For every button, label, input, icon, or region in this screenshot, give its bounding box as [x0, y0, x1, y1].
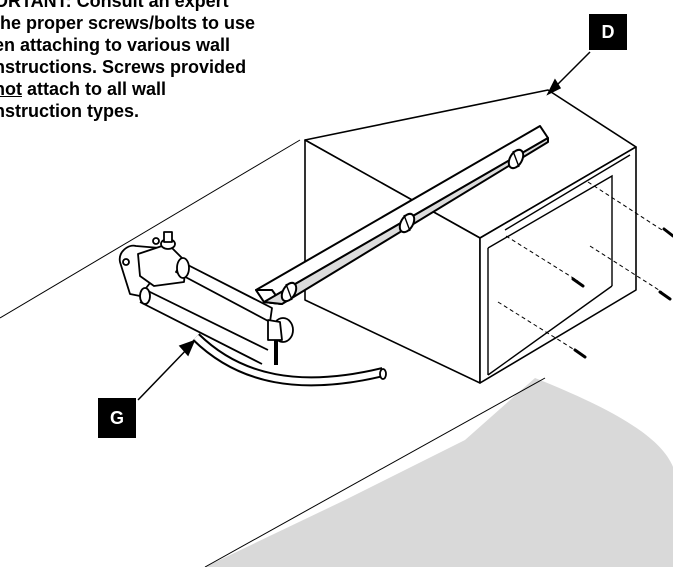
note-line-2: the proper screws/bolts to use [0, 13, 256, 33]
screws [571, 227, 673, 359]
note-line-3: en attaching to various wall [0, 35, 231, 55]
note-line-6: nstruction types. [0, 101, 140, 121]
note-line-4: nstructions. Screws provided [0, 57, 247, 77]
note-line-5: not attach to all wall [0, 78, 414, 100]
level-bar [255, 125, 549, 305]
callout-label-g: G [98, 398, 136, 438]
floor-shadow [205, 378, 673, 567]
leader-arrows [137, 51, 591, 401]
note-emphasis-not: not [0, 79, 22, 99]
cabinet-opening [487, 154, 631, 376]
wall-edge-line [0, 139, 301, 319]
note-line-5-rest: attach to all wall [21, 79, 167, 99]
note-line-1: ORTANT: Consult an expert [0, 0, 229, 11]
mount-bracket [118, 231, 387, 387]
callout-label-d: D [589, 14, 627, 50]
warning-note: ORTANT: Consult an expert the proper scr… [0, 0, 414, 122]
screw-guides [497, 181, 663, 353]
floor-edge-line [204, 377, 546, 567]
